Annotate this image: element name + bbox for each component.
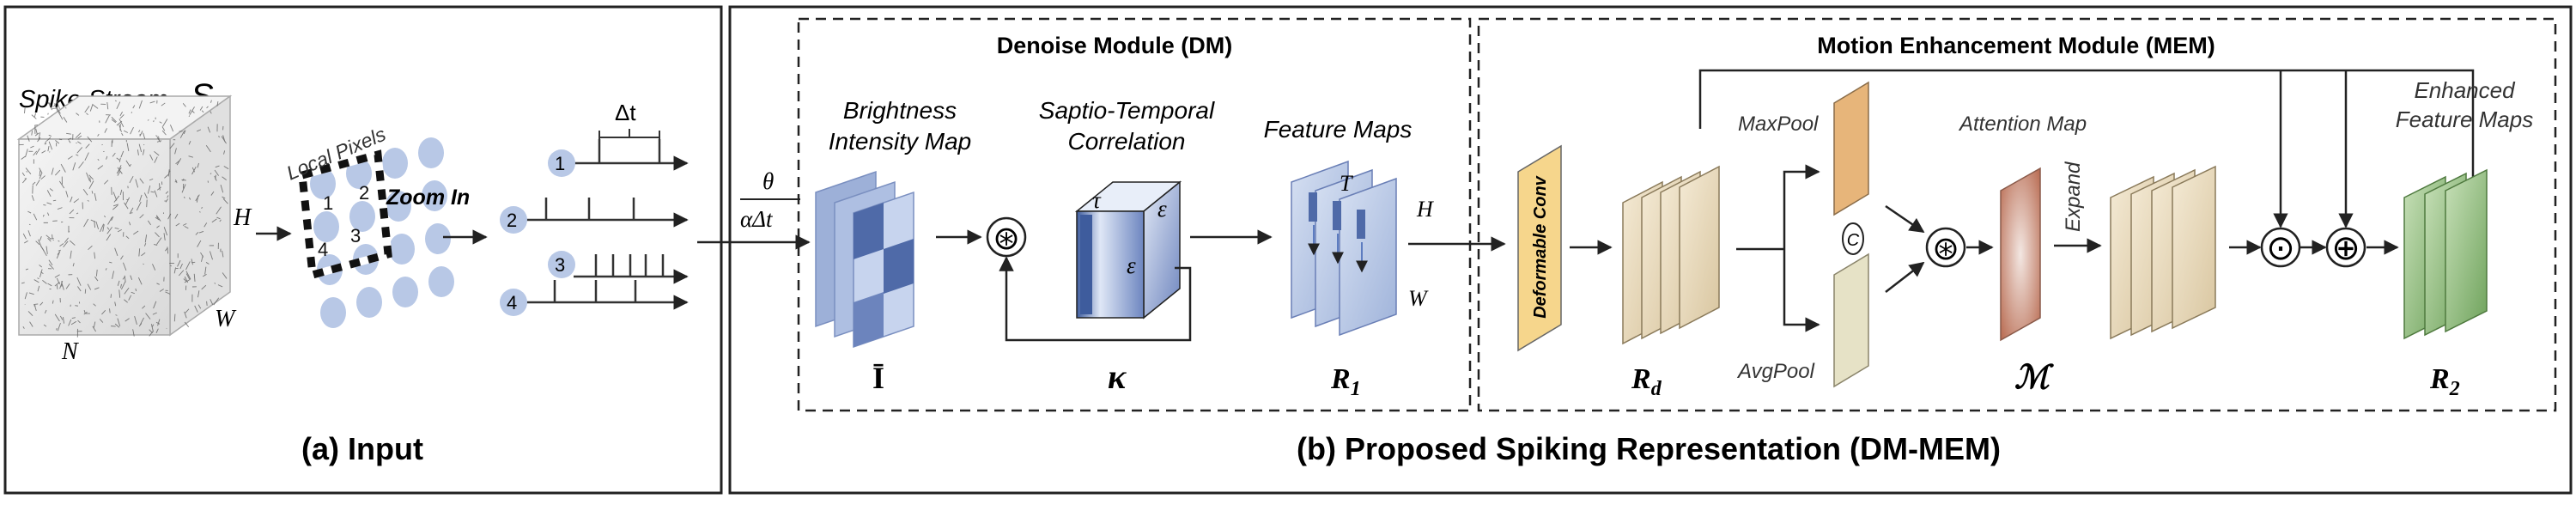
axis-h-label: H bbox=[233, 204, 252, 231]
caption-b: (b) Proposed Spiking Representation (DM-… bbox=[1297, 431, 2001, 466]
skip-connection bbox=[1700, 70, 2473, 227]
attention-map-block bbox=[2001, 168, 2040, 340]
brightness-label-line2: Intensity Map bbox=[829, 128, 972, 155]
rd-sub: d bbox=[1651, 378, 1662, 400]
stc-label-line2: Correlation bbox=[1068, 128, 1186, 155]
axis-w-label: W bbox=[215, 306, 237, 332]
attention-map-label: Attention Map bbox=[1958, 113, 2087, 136]
m-symbol: ℳ bbox=[2014, 360, 2054, 396]
train-id-3: 3 bbox=[555, 254, 565, 276]
pixel-dot bbox=[425, 223, 451, 254]
brightness-label-line1: Brightness bbox=[843, 97, 957, 124]
feature-maps-label: Feature Maps bbox=[1264, 116, 1413, 143]
r2-symbol: R2 bbox=[2429, 363, 2460, 400]
conv-op-mem-symbol: ⊛ bbox=[1932, 231, 1959, 267]
pixel-dot bbox=[356, 287, 382, 318]
mem-title: Motion Enhancement Module (MEM) bbox=[1817, 33, 2215, 58]
pixel-dot bbox=[428, 266, 454, 297]
caption-a: (a) Input bbox=[301, 431, 423, 466]
avgpool-block bbox=[1834, 254, 1868, 386]
arrow-avgpool-conv bbox=[1886, 263, 1923, 292]
pixel-dot bbox=[313, 211, 339, 242]
enhanced-label-line2: Feature Maps bbox=[2396, 106, 2533, 132]
r1-sub: 1 bbox=[1351, 378, 1361, 400]
rd-symbol: Rd bbox=[1631, 363, 1662, 400]
delta-t-bracket bbox=[599, 129, 659, 144]
rd-feature-maps bbox=[1623, 167, 1719, 344]
train-id-4: 4 bbox=[507, 292, 517, 313]
fraction-numerator: θ bbox=[762, 168, 774, 194]
enhanced-feature-maps bbox=[2404, 170, 2487, 338]
pixel-dot bbox=[389, 234, 415, 265]
enhanced-label-line1: Enhanced bbox=[2414, 77, 2516, 103]
spike-cube bbox=[19, 96, 230, 338]
r2-sub: 2 bbox=[2449, 378, 2460, 400]
deformable-conv-label: Deformable Conv bbox=[1531, 174, 1550, 318]
i-bar-symbol: Ī bbox=[872, 361, 884, 395]
odot-symbol: ⊙ bbox=[2266, 229, 2295, 267]
arrow-maxpool-conv bbox=[1886, 206, 1923, 232]
local-pixel-id-3: 3 bbox=[350, 225, 361, 246]
pixel-dot bbox=[382, 148, 408, 179]
axis-n-label: N bbox=[61, 338, 79, 365]
train-id-2: 2 bbox=[507, 210, 517, 231]
oplus-symbol: ⊕ bbox=[2331, 229, 2360, 267]
train-id-1: 1 bbox=[555, 153, 565, 174]
r1-symbol: R1 bbox=[1330, 363, 1361, 400]
local-pixel-id-2: 2 bbox=[359, 182, 369, 204]
pixel-dot bbox=[320, 297, 346, 328]
expand-label: Expand bbox=[2062, 161, 2085, 232]
pixel-dot bbox=[418, 137, 444, 168]
feature-t-label: T bbox=[1340, 171, 1353, 196]
stc-tau: τ bbox=[1092, 187, 1102, 213]
stc-epsilon-top: ε bbox=[1157, 196, 1167, 222]
dm-title: Denoise Module (DM) bbox=[997, 33, 1233, 58]
fraction-denominator: αΔt bbox=[740, 206, 774, 232]
conv-op-dm-symbol: ⊛ bbox=[993, 221, 1020, 257]
concat-symbol: C bbox=[1847, 231, 1860, 250]
train-badges: 1 2 3 4 bbox=[500, 149, 575, 316]
local-pixel-id-4: 4 bbox=[318, 239, 328, 260]
arrow-to-maxpool bbox=[1784, 172, 1819, 249]
feature-h-label: H bbox=[1416, 197, 1434, 222]
kappa-symbol: κ bbox=[1108, 357, 1127, 396]
stc-epsilon-front: ε bbox=[1127, 252, 1136, 278]
local-pixel-id-1: 1 bbox=[323, 192, 333, 214]
feature-w-label: W bbox=[1408, 286, 1429, 311]
rd-main: R bbox=[1631, 363, 1651, 395]
stc-label-line1: Saptio-Temporal bbox=[1039, 97, 1215, 124]
arrow-to-avgpool bbox=[1784, 249, 1819, 325]
maxpool-label: MaxPool bbox=[1738, 113, 1819, 136]
avgpool-label: AvgPool bbox=[1736, 360, 1815, 383]
maxpool-block bbox=[1834, 82, 1868, 215]
r1-main: R bbox=[1330, 363, 1351, 395]
expanded-maps bbox=[2111, 167, 2215, 338]
delta-t-label: Δt bbox=[615, 100, 636, 125]
pixel-dot bbox=[392, 277, 418, 307]
r2-main: R bbox=[2429, 363, 2450, 395]
zoom-in-label: Zoom In bbox=[386, 186, 470, 210]
brightness-map bbox=[816, 172, 914, 347]
